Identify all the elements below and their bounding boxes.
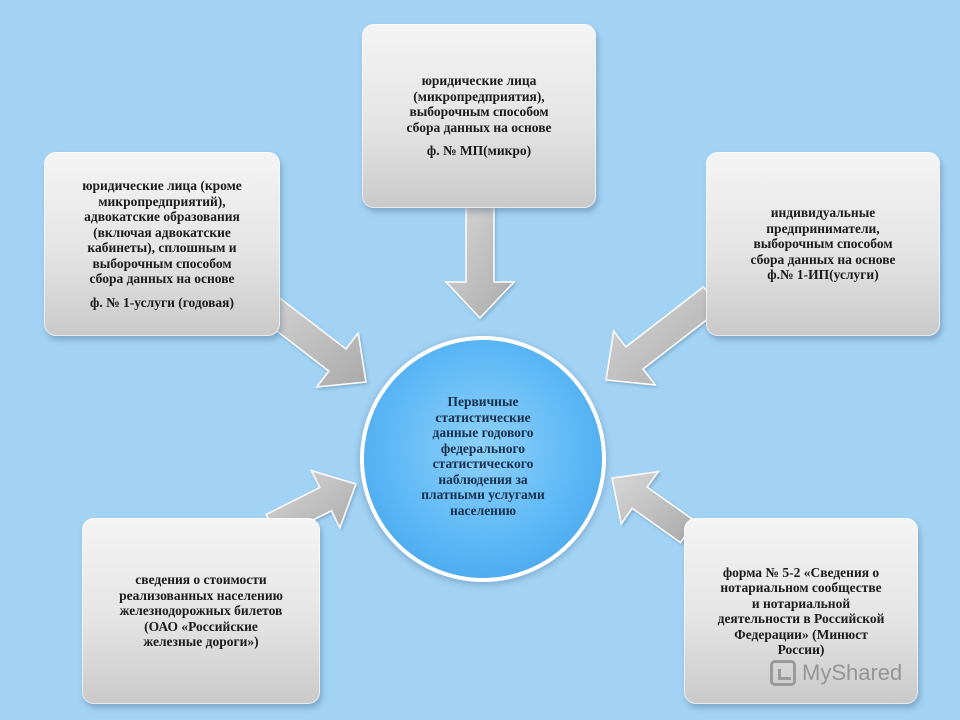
box-right-text: индивидуальные предприниматели, выборочн…: [750, 205, 896, 283]
arrow-from-bottom-right: [611, 470, 697, 544]
myshared-logo-icon: [770, 660, 796, 686]
watermark-text: MyShared: [802, 660, 903, 685]
watermark: MyShared: [770, 660, 902, 686]
center-text: Первичные статистические данные годового…: [421, 394, 545, 518]
box-legal-entities-micro: юридические лица (микропредприятия), выб…: [362, 24, 596, 208]
box-railway-tickets: сведения о стоимости реализованных насел…: [82, 518, 320, 704]
arrow-from-right: [605, 285, 722, 386]
box-notary-form: форма № 5-2 «Сведения о нотариальном соо…: [684, 518, 918, 704]
box-left-form: ф. № 1-услуги (годовая): [90, 294, 234, 310]
box-top-text: юридические лица (микропредприятия), выб…: [406, 73, 552, 135]
box-left-text: юридические лица (кроме микропредприятий…: [82, 178, 242, 286]
box-bottom-right-text: форма № 5-2 «Сведения о нотариальном соо…: [717, 564, 885, 658]
center-circle: Первичные статистические данные годового…: [360, 336, 606, 582]
box-bottom-left-text: сведения о стоимости реализованных насел…: [119, 572, 283, 650]
box-individual-entrepreneurs: индивидуальные предприниматели, выборочн…: [706, 152, 940, 336]
arrow-from-left: [252, 289, 367, 388]
arrow-from-top: [444, 204, 516, 320]
box-top-form: ф. № МП(микро): [426, 143, 532, 159]
box-legal-entities-except-micro: юридические лица (кроме микропредприятий…: [44, 152, 280, 336]
